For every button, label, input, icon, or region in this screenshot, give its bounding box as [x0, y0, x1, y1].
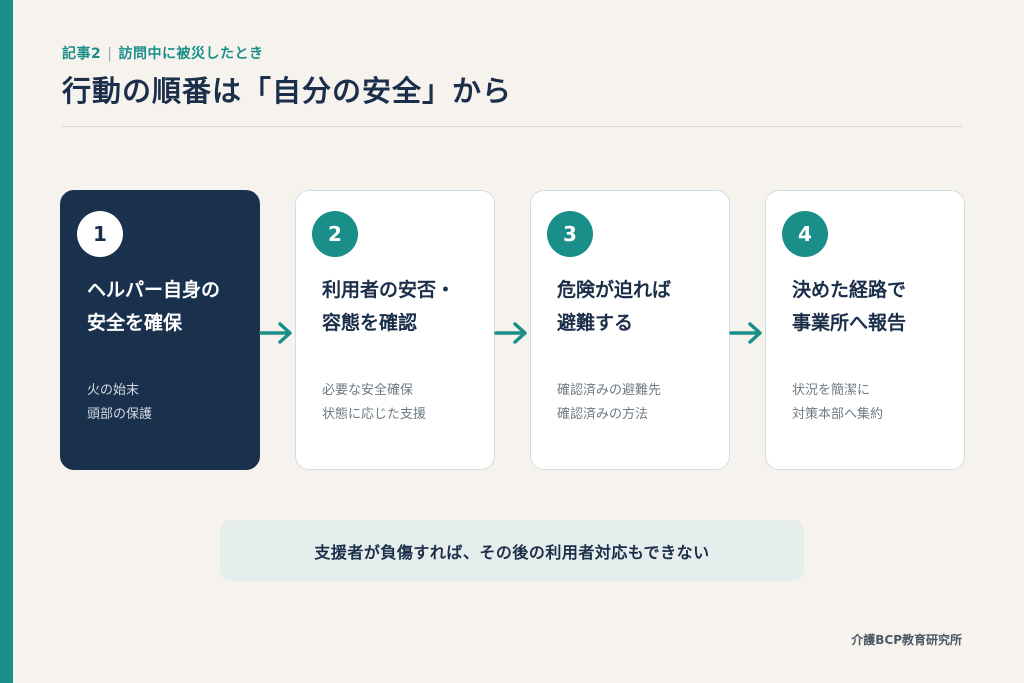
step-desc-line: 必要な安全確保 — [322, 383, 414, 398]
step-description: 確認済みの避難先 確認済みの方法 — [557, 379, 725, 427]
step-desc-line: 確認済みの方法 — [557, 407, 649, 422]
organization-credit: 介護BCP教育研究所 — [851, 633, 962, 647]
article-topic: 訪問中に被災したとき — [118, 46, 264, 62]
step-desc-line: 対策本部へ集約 — [792, 407, 884, 422]
step-title: 危険が迫れば 避難する — [557, 274, 725, 340]
page-title: 行動の順番は「自分の安全」から — [62, 74, 513, 108]
step-desc-line: 状況を簡潔に — [792, 383, 871, 398]
step-desc-line: 確認済みの避難先 — [557, 383, 662, 398]
step-number-badge: 3 — [547, 211, 593, 257]
step-card-3: 3 危険が迫れば 避難する 確認済みの避難先 確認済みの方法 — [530, 190, 730, 470]
step-title-line: 事業所へ報告 — [792, 312, 907, 334]
step-title: 決めた経路で 事業所へ報告 — [792, 274, 960, 340]
eyebrow-separator: | — [107, 46, 113, 62]
step-card-1: 1 ヘルパー自身の 安全を確保 火の始末 頭部の保護 — [60, 190, 260, 470]
step-title: 利用者の安否・ 容態を確認 — [322, 274, 490, 340]
accent-side-bar — [0, 0, 13, 683]
step-number-badge: 2 — [312, 211, 358, 257]
step-title-line: ヘルパー自身の — [87, 279, 221, 301]
step-desc-line: 頭部の保護 — [87, 407, 153, 422]
article-number: 記事2 — [62, 46, 102, 62]
arrow-right-icon — [259, 322, 292, 344]
step-description: 火の始末 頭部の保護 — [87, 379, 255, 427]
step-card-2: 2 利用者の安否・ 容態を確認 必要な安全確保 状態に応じた支援 — [295, 190, 495, 470]
step-desc-line: 火の始末 — [87, 383, 140, 398]
step-desc-line: 状態に応じた支援 — [322, 407, 427, 422]
key-message-note: 支援者が負傷すれば、その後の利用者対応もできない — [220, 520, 804, 581]
step-title-line: 利用者の安否・ — [322, 279, 456, 301]
arrow-right-icon — [729, 322, 762, 344]
step-number-badge: 1 — [77, 211, 123, 257]
step-description: 状況を簡潔に 対策本部へ集約 — [792, 379, 960, 427]
step-title-line: 危険が迫れば — [557, 279, 672, 301]
step-title-line: 決めた経路で — [792, 279, 907, 301]
step-title-line: 避難する — [557, 312, 634, 334]
step-card-4: 4 決めた経路で 事業所へ報告 状況を簡潔に 対策本部へ集約 — [765, 190, 965, 470]
step-description: 必要な安全確保 状態に応じた支援 — [322, 379, 490, 427]
step-title-line: 安全を確保 — [87, 312, 183, 334]
step-title: ヘルパー自身の 安全を確保 — [87, 274, 255, 340]
arrow-right-icon — [494, 322, 527, 344]
header-divider — [62, 126, 962, 127]
step-number-badge: 4 — [782, 211, 828, 257]
step-title-line: 容態を確認 — [322, 312, 418, 334]
eyebrow: 記事2 | 訪問中に被災したとき — [62, 43, 263, 63]
